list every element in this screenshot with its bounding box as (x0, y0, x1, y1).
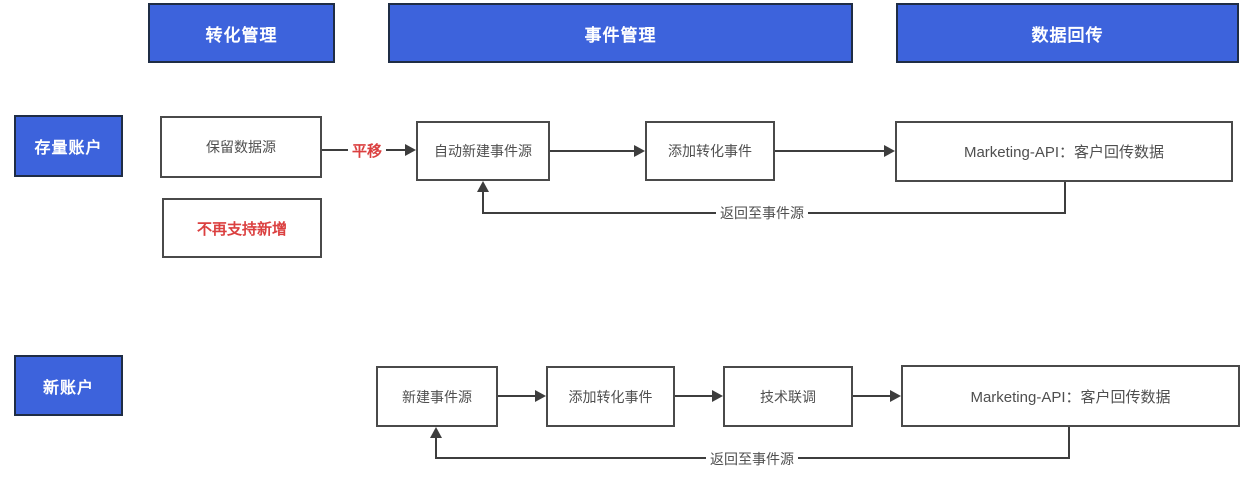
arrowhead-create-to-add-icon (535, 390, 546, 402)
edge-label-return-to-event-source-row1: 返回至事件源 (716, 203, 808, 223)
edge-auto-to-add (550, 150, 634, 152)
arrowhead-add-to-debug-icon (712, 390, 723, 402)
node-no-longer-support-new: 不再支持新增 (162, 198, 322, 258)
node-auto-create-event-source: 自动新建事件源 (416, 121, 550, 181)
arrowhead-feedback1-up-icon (477, 181, 489, 192)
node-add-conversion-event-row1: 添加转化事件 (645, 121, 775, 181)
arrowhead-feedback2-up-icon (430, 427, 442, 438)
arrowhead-keep-to-auto-icon (405, 144, 416, 156)
header-event-management: 事件管理 (388, 3, 853, 63)
row-label-existing-accounts: 存量账户 (14, 115, 123, 177)
node-marketing-api-row1: Marketing-API：客户回传数据 (895, 121, 1233, 182)
edge-add-to-debug (675, 395, 712, 397)
arrowhead-debug-to-api-icon (890, 390, 901, 402)
node-create-event-source: 新建事件源 (376, 366, 498, 427)
node-keep-data-source: 保留数据源 (160, 116, 322, 178)
node-marketing-api-row2: Marketing-API：客户回传数据 (901, 365, 1240, 427)
feedback1-up-segment (482, 191, 484, 214)
header-data-return: 数据回传 (896, 3, 1239, 63)
edge-add-to-api (775, 150, 884, 152)
arrowhead-auto-to-add-icon (634, 145, 645, 157)
row-label-new-accounts: 新账户 (14, 355, 123, 416)
arrowhead-add-to-api-icon (884, 145, 895, 157)
header-conversion-management: 转化管理 (148, 3, 335, 63)
feedback2-up-segment (435, 437, 437, 459)
node-add-conversion-event-row2: 添加转化事件 (546, 366, 675, 427)
feedback1-down-segment (1064, 182, 1066, 214)
edge-label-shift: 平移 (347, 140, 387, 161)
node-technical-debugging: 技术联调 (723, 366, 853, 427)
edge-label-return-to-event-source-row2: 返回至事件源 (706, 449, 798, 469)
feedback2-down-segment (1068, 427, 1070, 459)
edge-create-to-add (498, 395, 535, 397)
edge-debug-to-api (853, 395, 890, 397)
